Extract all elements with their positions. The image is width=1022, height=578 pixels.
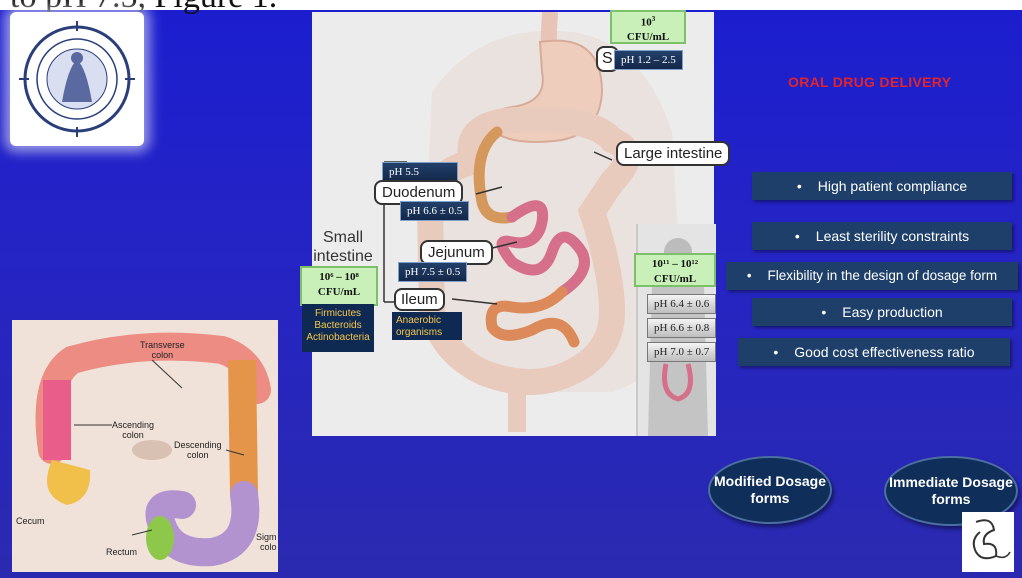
transverse-colon-label-1: Transverse — [140, 340, 185, 350]
stomach-cfu-pow: 3 — [652, 15, 656, 23]
ascending-colon-label: Ascending colon — [112, 420, 154, 440]
corner-intestine-illustration — [962, 512, 1014, 572]
bullet: • — [795, 228, 800, 244]
bacteria-actinobacteria: Actinobacteria — [302, 332, 374, 344]
colon-cfu-unit: CFU/mL — [636, 272, 714, 287]
advantage-item: • Least sterility constraints — [752, 222, 1012, 250]
colon-cfu-range: 10¹¹ – 10¹² — [636, 257, 714, 272]
slide-title: ORAL DRUG DELIVERY — [788, 74, 951, 90]
ascending-colon-label-1: Ascending — [112, 420, 154, 430]
advantage-text: High patient compliance — [818, 178, 967, 194]
small-intestine-cfu-unit: CFU/mL — [302, 285, 376, 300]
jejunum-ph-box: pH 7.5 ± 0.5 — [398, 262, 467, 282]
colon-cfu-box: 10¹¹ – 10¹² CFU/mL — [634, 253, 716, 287]
colon-ph-3: pH 7.0 ± 0.7 — [647, 342, 716, 362]
small-intestine-cfu-box: 10⁶ – 10⁸ CFU/mL — [300, 266, 378, 306]
small-intestine-label-2: intestine — [310, 247, 376, 266]
stomach-ph-box: pH 1.2 – 2.5 — [614, 50, 683, 70]
sigmoid-colon-label-1: Sigm — [256, 532, 277, 542]
colon-anatomy-figure: Transverse colon Ascending colon Descend… — [12, 320, 278, 572]
rectum-label: Rectum — [106, 547, 137, 557]
descending-colon-label: Descending colon — [174, 440, 222, 460]
stomach-cfu-box: 103 CFU/mL — [610, 10, 686, 44]
advantage-item: • Good cost effectiveness ratio — [738, 338, 1010, 366]
university-seal-logo — [10, 12, 144, 146]
small-intestine-bacteria-box: Firmicutes Bacteroids Actinobacteria — [302, 304, 374, 352]
descending-colon-label-1: Descending — [174, 440, 222, 450]
ileum-organisms-1: Anaerobic — [396, 315, 462, 327]
stomach-cfu-exp: 10 — [641, 17, 652, 29]
advantage-text: Flexibility in the design of dosage form — [768, 268, 998, 283]
colon-ph-1: pH 6.4 ± 0.6 — [647, 294, 716, 314]
bullet: • — [747, 268, 752, 283]
small-intestine-label: Small intestine — [310, 228, 376, 266]
stomach-cfu-unit: CFU/mL — [612, 30, 684, 44]
modified-dosage-forms-button[interactable]: Modified Dosage forms — [708, 456, 832, 524]
ileum-organisms-box: Anaerobic organisms — [392, 312, 462, 340]
bacteria-firmicutes: Firmicutes — [302, 308, 374, 320]
duodenum-ph-a: pH 5.5 — [382, 162, 458, 182]
transverse-colon-label-2: colon — [140, 350, 185, 360]
transverse-colon-label: Transverse colon — [140, 340, 185, 360]
advantage-text: Good cost effectiveness ratio — [794, 344, 974, 360]
duodenum-ph-b: pH 6.6 ± 0.5 — [400, 201, 469, 221]
ileum-label: Ileum — [394, 288, 445, 311]
bacteria-bacteroids: Bacteroids — [302, 320, 374, 332]
ileum-organisms-2: organisms — [396, 327, 462, 339]
advantage-item: • Easy production — [752, 298, 1012, 326]
sigmoid-colon-label-2: colo — [256, 542, 277, 552]
advantage-text: Easy production — [842, 304, 942, 320]
cecum-label: Cecum — [16, 516, 45, 526]
bullet: • — [773, 344, 778, 360]
bullet: • — [797, 178, 802, 194]
advantage-text: Least sterility constraints — [816, 228, 969, 244]
small-intestine-label-1: Small — [310, 228, 376, 247]
ascending-colon-label-2: colon — [112, 430, 154, 440]
advantage-item: • Flexibility in the design of dosage for… — [726, 262, 1018, 290]
bullet: • — [821, 304, 826, 320]
small-intestine-cfu-range: 10⁶ – 10⁸ — [302, 270, 376, 285]
sigmoid-colon-label: Sigm colo — [256, 532, 277, 552]
large-intestine-label: Large intestine — [616, 141, 730, 166]
descending-colon-label-2: colon — [174, 450, 222, 460]
advantage-item: • High patient compliance — [752, 172, 1012, 200]
colon-ph-2: pH 6.6 ± 0.8 — [647, 318, 716, 338]
